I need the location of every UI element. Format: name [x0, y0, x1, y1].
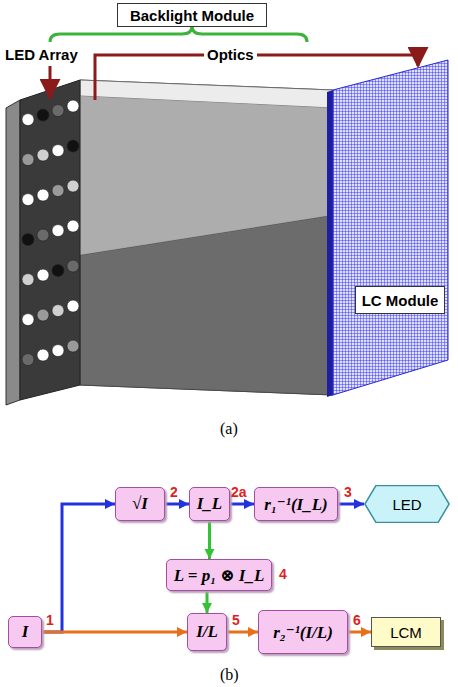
node-text: LC Module [362, 292, 439, 309]
process-box: I_L [189, 487, 230, 521]
node-text: r₂⁻¹(I/L) [273, 622, 333, 643]
connector-arrow [230, 499, 254, 509]
node-text: r₁⁻¹(I_L) [264, 494, 327, 515]
connector-arrow [165, 499, 189, 509]
node-text: I [22, 622, 29, 642]
callout-number: 3 [344, 484, 352, 500]
connector-arrow [338, 499, 364, 509]
led-hexagon: LED [364, 485, 450, 523]
node-text: L = p₁ ⊗ I_L [174, 565, 265, 586]
process-box: I/L [187, 613, 227, 651]
lcm-box: LCM [371, 617, 441, 647]
connector-arrow [42, 499, 115, 632]
part-label: Optics [204, 46, 257, 63]
module-box: LC Module [355, 286, 445, 314]
panel-label: (b) [220, 666, 239, 684]
connector-arrow [348, 627, 371, 637]
connector-arrow [202, 591, 212, 613]
callout-number: 5 [232, 612, 240, 628]
node-text: I/L [196, 622, 218, 642]
connector-arrow [205, 521, 215, 559]
panel-label: (a) [220, 420, 238, 438]
node-text: Backlight Module [130, 7, 254, 24]
callout-number: 6 [353, 612, 361, 628]
module-box: Backlight Module [117, 3, 267, 27]
process-box: r₁⁻¹(I_L) [254, 487, 338, 521]
node-text: √I [132, 494, 148, 514]
connector-arrow [42, 627, 187, 637]
callout-number: 2a [231, 484, 247, 500]
connector-arrow [227, 627, 258, 637]
process-box: √I [115, 487, 165, 521]
part-label: LED Array [5, 46, 78, 63]
callout-number: 1 [46, 612, 54, 628]
process-box: I [8, 616, 42, 648]
process-box: r₂⁻¹(I/L) [258, 610, 348, 654]
callout-number: 2 [170, 484, 178, 500]
node-text: LED [392, 496, 421, 513]
node-text: I_L [197, 494, 223, 514]
callout-number: 4 [279, 566, 287, 582]
process-box: L = p₁ ⊗ I_L [166, 559, 272, 591]
node-text: LCM [390, 624, 422, 641]
